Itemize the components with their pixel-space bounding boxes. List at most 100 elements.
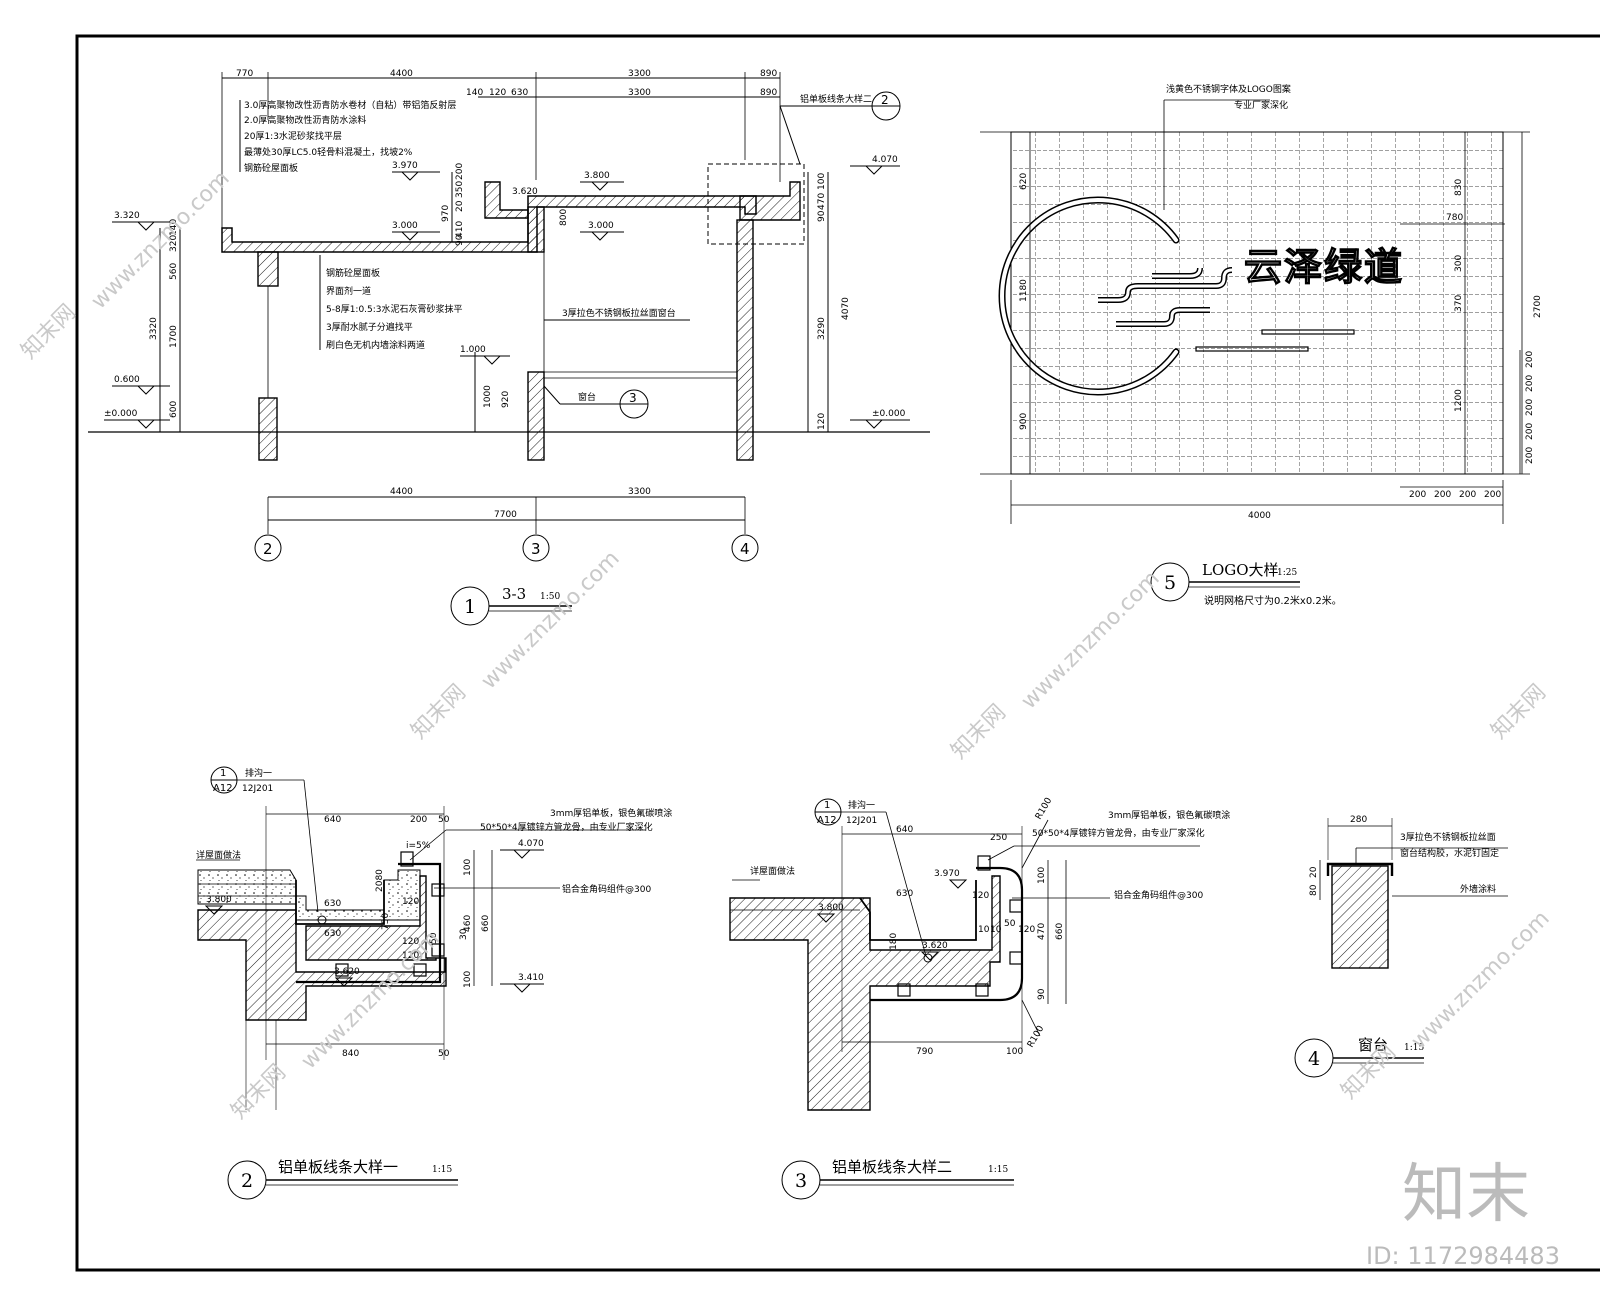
dim-10b: 10 bbox=[990, 925, 1002, 935]
watermark-brand: 知末网 bbox=[407, 680, 471, 744]
steel-tube bbox=[975, 983, 989, 997]
level-4070: 4.070 bbox=[518, 839, 544, 849]
dim-890b: 890 bbox=[760, 88, 777, 98]
steel-tube bbox=[413, 963, 427, 977]
level-3970: 3.970 bbox=[934, 869, 960, 879]
sill-wall bbox=[1331, 865, 1389, 969]
dim-4400-bottom: 4400 bbox=[390, 487, 413, 497]
dim-v: 20 bbox=[455, 200, 465, 212]
column-4 bbox=[736, 219, 754, 461]
dim-v: 660 bbox=[1055, 923, 1065, 940]
level-3800: 3.800 bbox=[584, 171, 610, 181]
dim-v: 460 bbox=[463, 915, 473, 932]
roof-note: 钢筋砼屋面板 bbox=[244, 162, 298, 174]
watermark-brand: 知末网 bbox=[17, 300, 81, 364]
drawing-scale: 1:25 bbox=[1277, 568, 1297, 578]
drawing-title: 铝单板线条大样一 bbox=[278, 1158, 398, 1176]
ceiling-note: 界面剂一道 bbox=[326, 285, 371, 297]
dim-280: 280 bbox=[1350, 815, 1367, 825]
note-roof: 详屋面做法 bbox=[196, 849, 241, 861]
dim-v: 1700 bbox=[169, 325, 179, 348]
gutter bbox=[295, 880, 385, 925]
dim-v: 660 bbox=[481, 915, 491, 932]
logo-detail bbox=[980, 99, 1530, 602]
dim-v: 4070 bbox=[841, 297, 851, 320]
dim-780: 780 bbox=[1446, 213, 1463, 223]
sill-note-wall: 外墙涂料 bbox=[1460, 883, 1496, 895]
drawing-number: 5 bbox=[1164, 572, 1176, 594]
note-angle: 铝合金角码组件@300 bbox=[562, 883, 651, 895]
dim-v: 350 bbox=[455, 181, 465, 198]
drawing-title: LOGO大样 bbox=[1202, 561, 1279, 579]
note-angle: 铝合金角码组件@300 bbox=[1114, 889, 1203, 901]
dim-120c: 120 bbox=[402, 951, 419, 961]
dim-v: 830 bbox=[1454, 179, 1464, 196]
dim-r100b: R100 bbox=[1026, 1024, 1047, 1050]
sill-note-2: 窗台结构胶，水泥钉固定 bbox=[1400, 847, 1499, 859]
dim-v: 30 bbox=[459, 928, 469, 940]
dim-v: 900 bbox=[1019, 413, 1029, 430]
watermark-url: www.znzmo.com bbox=[1017, 566, 1165, 714]
logo-cloud-2-inner bbox=[1152, 267, 1202, 278]
dim-630a: 630 bbox=[324, 899, 341, 909]
dim-v: 370 bbox=[1454, 295, 1464, 312]
steel-tube bbox=[1009, 899, 1023, 913]
dim-v: 90 bbox=[1037, 988, 1047, 1000]
steel-tube bbox=[897, 983, 911, 997]
ref-no: 1 bbox=[824, 800, 830, 811]
dim-v: 100 bbox=[463, 971, 473, 988]
dim-200: 200 bbox=[1434, 490, 1451, 500]
watermark-brand: 知末网 bbox=[947, 700, 1011, 764]
drawing-number: 2 bbox=[241, 1170, 253, 1192]
slope: i=5% bbox=[406, 841, 431, 851]
dim-50: 50 bbox=[438, 815, 450, 825]
callout-detail2-ref: 2 bbox=[881, 93, 889, 107]
roof-note: 最薄处30厚LC5.0轻骨料混凝土，找坡2% bbox=[244, 146, 413, 158]
dim-v: 600 bbox=[169, 401, 179, 418]
dim-630b: 630 bbox=[324, 929, 341, 939]
ceiling-note: 刷白色无机内墙涂料两道 bbox=[326, 339, 425, 351]
dim-640: 640 bbox=[896, 825, 913, 835]
logo-bar-2 bbox=[1195, 346, 1309, 352]
dim-v: 320 bbox=[169, 235, 179, 252]
dim-200: 200 bbox=[1409, 490, 1426, 500]
watermark-id: ID: 1172984483 bbox=[1366, 1242, 1560, 1270]
dim-v: 200 bbox=[1525, 447, 1535, 464]
dim-50: 50 bbox=[1004, 919, 1016, 929]
ref-name: 排沟一 bbox=[848, 799, 875, 811]
axis-label-2: 2 bbox=[263, 540, 273, 558]
dim-630: 630 bbox=[511, 88, 528, 98]
note-panel: 3mm厚铝单板，银色氟碳喷涂 bbox=[550, 807, 672, 819]
dim-120a: 120 bbox=[972, 891, 989, 901]
column-3 bbox=[527, 371, 545, 461]
dim-v: 100 bbox=[1037, 867, 1047, 884]
logo-arc-inner bbox=[1000, 198, 1178, 394]
level-3000b: 3.000 bbox=[588, 221, 614, 231]
drawing-scale: 1:15 bbox=[1404, 1043, 1424, 1053]
ceiling-note: 5-8厚1:0.5:3水泥石灰膏砂浆抹平 bbox=[326, 303, 463, 315]
level-4070: 4.070 bbox=[872, 155, 898, 165]
level-0000a: ±0.000 bbox=[104, 409, 138, 419]
column-3-upper bbox=[527, 206, 545, 253]
dim-50b: 50 bbox=[438, 1049, 450, 1059]
dim-v: 80 bbox=[1309, 884, 1319, 896]
level-0000b: ±0.000 bbox=[872, 409, 906, 419]
axis-lines bbox=[221, 72, 781, 534]
drawing-scale: 1:50 bbox=[540, 592, 560, 602]
axis-bubble-2 bbox=[254, 534, 282, 562]
logo-text: 云泽绿道 bbox=[1244, 245, 1404, 289]
callout-detail2-label: 铝单板线条大样二 bbox=[800, 93, 872, 105]
bracket bbox=[400, 851, 414, 867]
drain bbox=[317, 915, 327, 925]
level-0600: 0.600 bbox=[114, 375, 140, 385]
drawing-title: 铝单板线条大样二 bbox=[832, 1158, 952, 1176]
detail-2-text: 1 A12 排沟一 12J201 3mm厚铝单板，银色氟碳喷涂 50*50*4厚… bbox=[196, 767, 672, 1192]
sheet-frame bbox=[75, 34, 1600, 1272]
level-3970: 3.970 bbox=[392, 161, 418, 171]
axis-bubble-4 bbox=[731, 534, 759, 562]
logo-bar-1 bbox=[1261, 329, 1355, 335]
dim-3300-bottom: 3300 bbox=[628, 487, 651, 497]
level-3620: 3.620 bbox=[512, 187, 538, 197]
ref-std: 12J201 bbox=[846, 816, 877, 826]
dim-v: 3320 bbox=[149, 317, 159, 340]
